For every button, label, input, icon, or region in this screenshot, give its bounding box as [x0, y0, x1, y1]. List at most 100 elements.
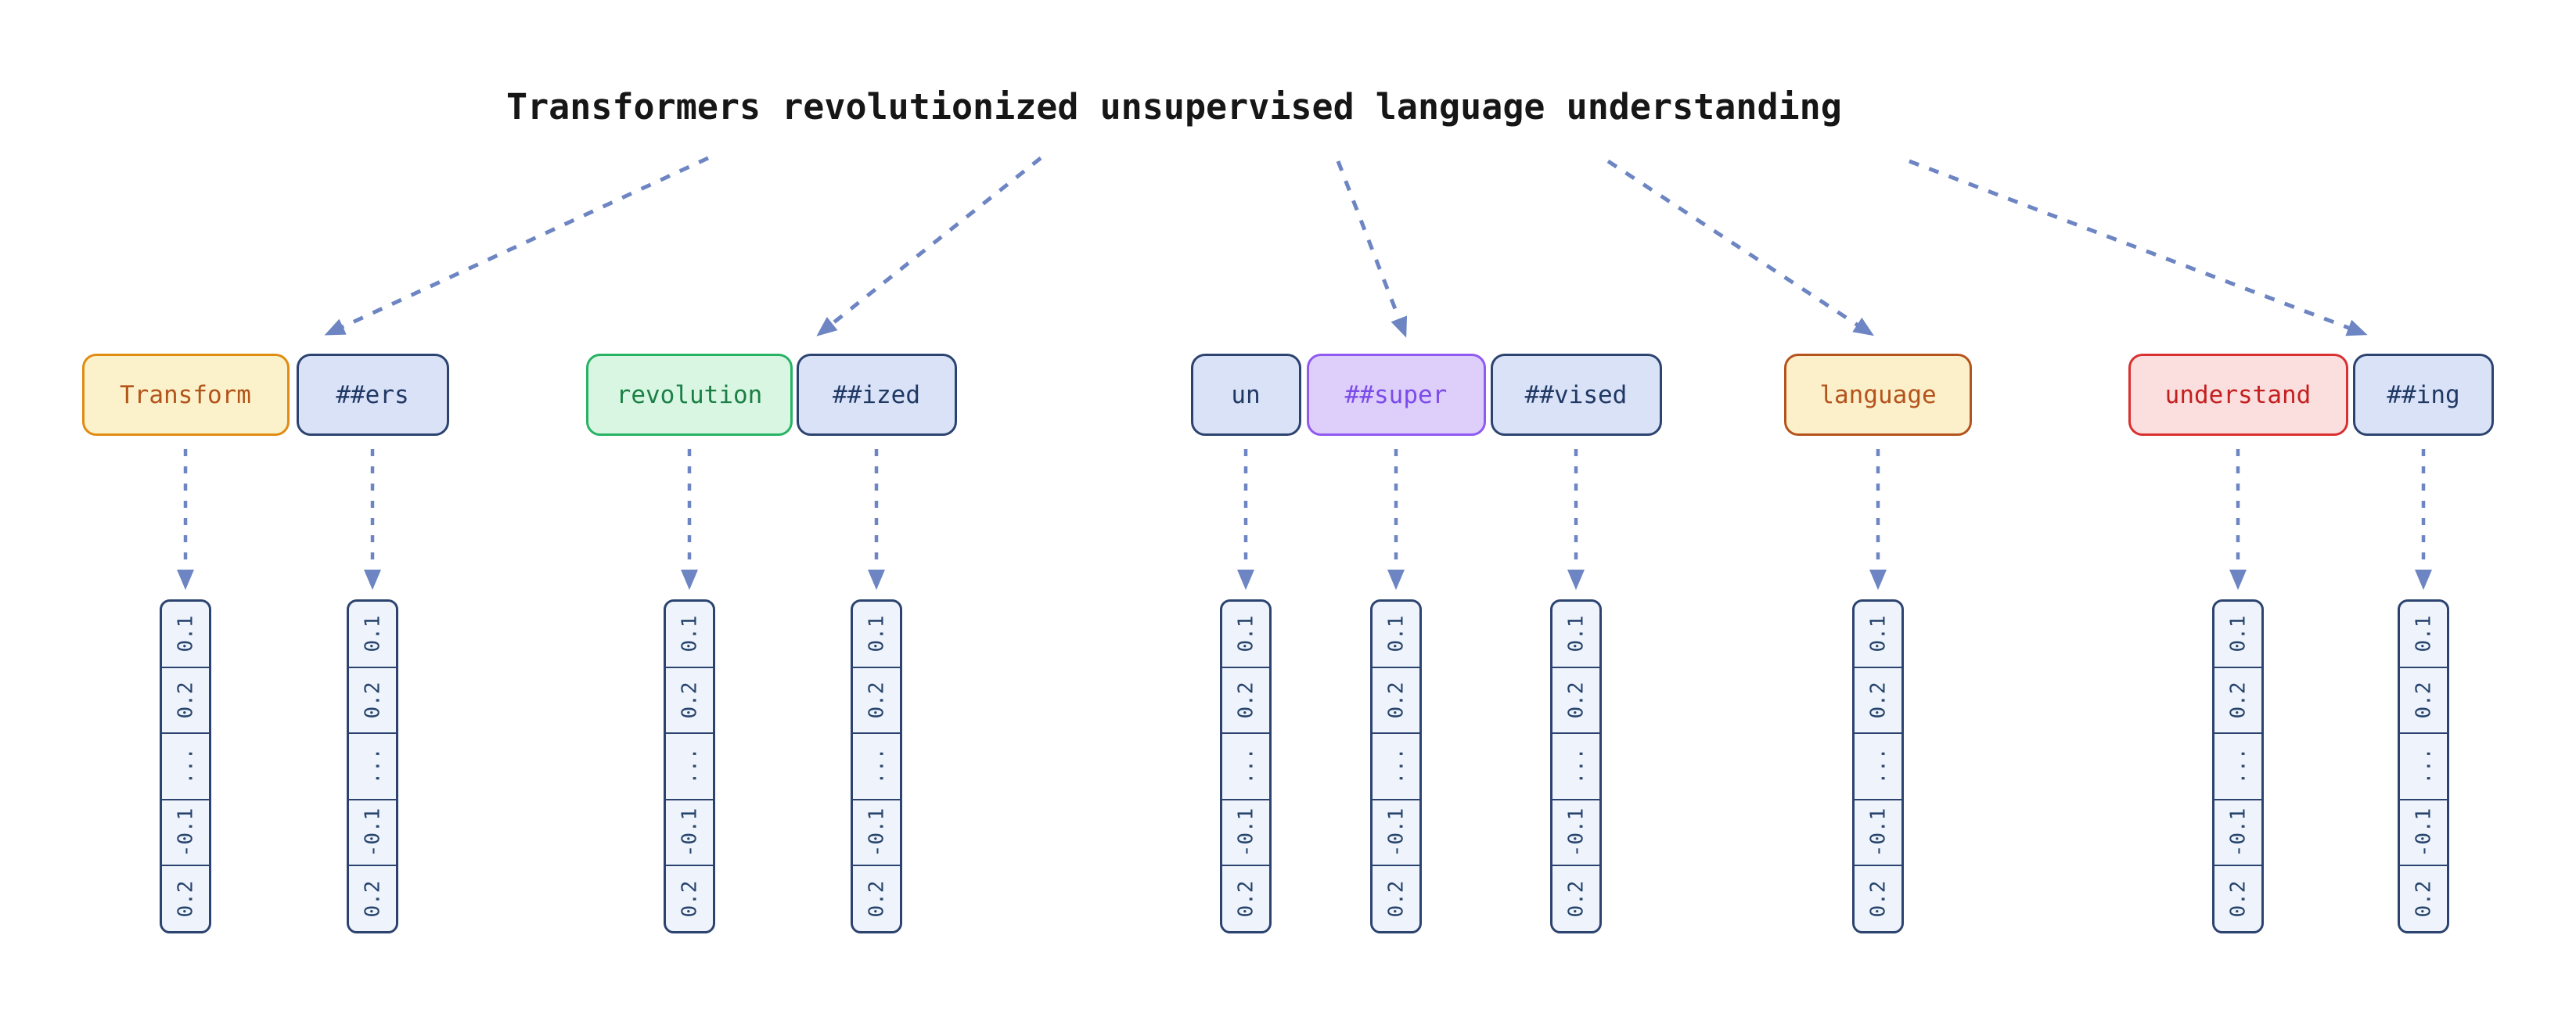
token-box-hhers: ##ers — [296, 354, 449, 436]
vector-value: 0.2 — [678, 682, 701, 719]
vector-value: 0.2 — [2226, 682, 2250, 719]
vector-cell: 0.1 — [1222, 602, 1269, 667]
vector-cell: 0.2 — [1373, 666, 1419, 733]
embedding-vector-4: 0.1 0.2... -0.1 0.2 — [1220, 599, 1272, 933]
vector-value: 0.2 — [174, 880, 197, 918]
vector-value: 0.1 — [1866, 615, 1890, 653]
vector-value: ... — [678, 748, 701, 785]
vector-value: -0.1 — [1234, 807, 1257, 858]
vector-value: 0.2 — [2412, 682, 2435, 719]
vector-cell: -0.1 — [853, 798, 900, 865]
vector-value: 0.1 — [361, 615, 384, 653]
vector-value: 0.1 — [865, 615, 888, 653]
vector-value: 0.1 — [1234, 615, 1257, 653]
sentence-to-token-arrow-3 — [1606, 159, 1875, 336]
vector-cell: 0.2 — [853, 666, 900, 733]
vector-value: ... — [1866, 748, 1890, 785]
vector-value: 0.2 — [1384, 682, 1408, 719]
vector-cell: ... — [349, 732, 396, 799]
vector-cell: -0.1 — [349, 798, 396, 865]
vector-value: 0.2 — [1866, 880, 1890, 918]
vector-cell: -0.1 — [2400, 798, 2447, 865]
vector-cell: 0.2 — [853, 865, 900, 931]
vector-value: -0.1 — [361, 807, 384, 858]
token-label: ##vised — [1524, 380, 1628, 409]
vector-value: -0.1 — [2412, 807, 2435, 858]
vector-cell: -0.1 — [162, 798, 209, 865]
token-box-hhsuper: ##super — [1306, 354, 1486, 436]
vector-value: -0.1 — [2226, 807, 2250, 858]
sentence-title: Transformers revolutionized unsupervised… — [506, 86, 1842, 128]
vector-cell: 0.2 — [1552, 865, 1599, 931]
vector-value: 0.2 — [1234, 682, 1257, 719]
vector-value: ... — [2412, 748, 2435, 785]
vector-value: 0.2 — [2226, 880, 2250, 918]
vector-cell: 0.2 — [1373, 865, 1419, 931]
vector-cell: 0.1 — [162, 602, 209, 667]
vector-cell: ... — [1855, 732, 1901, 799]
vector-value: 0.2 — [1564, 880, 1588, 918]
vector-value: -0.1 — [678, 807, 701, 858]
vector-cell: 0.2 — [349, 666, 396, 733]
vector-cell: -0.1 — [666, 798, 713, 865]
vector-cell: 0.2 — [1222, 865, 1269, 931]
vector-value: 0.2 — [678, 880, 701, 918]
token-box-Transform: Transform — [81, 354, 290, 436]
vector-value: 0.2 — [174, 682, 197, 719]
vector-cell: 0.2 — [2400, 865, 2447, 931]
vector-cell: 0.2 — [349, 865, 396, 931]
vector-value: 0.1 — [174, 615, 197, 653]
token-box-hhized: ##ized — [796, 354, 957, 436]
vector-value: 0.2 — [361, 682, 384, 719]
vector-value: ... — [1564, 748, 1588, 785]
vector-value: 0.1 — [1564, 615, 1588, 653]
token-label: ##ing — [2387, 380, 2460, 409]
vector-cell: ... — [1552, 732, 1599, 799]
sentence-to-token-arrow-2 — [1336, 160, 1408, 338]
token-box-understand: understand — [2128, 354, 2348, 436]
vector-cell: 0.1 — [853, 602, 900, 667]
token-label: understand — [2164, 380, 2312, 409]
token-box-revolution: revolution — [586, 354, 793, 436]
vector-value: 0.2 — [2412, 880, 2435, 918]
sentence-to-token-arrow-4 — [1909, 159, 2368, 336]
vector-value: ... — [2226, 748, 2250, 785]
vector-value: 0.1 — [1384, 615, 1408, 653]
vector-cell: ... — [162, 732, 209, 799]
vector-value: ... — [174, 748, 197, 785]
embedding-vector-1: 0.1 0.2... -0.1 0.2 — [347, 599, 398, 933]
vector-cell: 0.2 — [2214, 865, 2261, 931]
vector-cell: 0.2 — [1855, 666, 1901, 733]
vector-cell: 0.2 — [2214, 666, 2261, 733]
vector-value: 0.2 — [1866, 682, 1890, 719]
vector-cell: 0.2 — [2400, 666, 2447, 733]
vector-cell: ... — [1222, 732, 1269, 799]
vector-cell: ... — [2400, 732, 2447, 799]
token-box-un: un — [1190, 354, 1301, 436]
token-label: ##ized — [833, 380, 920, 409]
token-box-hhing: ##ing — [2353, 354, 2494, 436]
token-label: revolution — [616, 380, 763, 409]
token-label: language — [1819, 380, 1937, 409]
vector-value: -0.1 — [1384, 807, 1408, 858]
sentence-to-token-arrow-1 — [816, 156, 1042, 336]
vector-value: ... — [361, 748, 384, 785]
token-label: un — [1231, 380, 1261, 409]
vector-cell: -0.1 — [1552, 798, 1599, 865]
token-box-language: language — [1784, 354, 1972, 436]
vector-cell: 0.2 — [1552, 666, 1599, 733]
vector-value: 0.2 — [1234, 880, 1257, 918]
vector-cell: ... — [666, 732, 713, 799]
vector-cell: ... — [2214, 732, 2261, 799]
token-label: Transform — [120, 380, 251, 409]
vector-value: 0.2 — [361, 880, 384, 918]
vector-value: -0.1 — [174, 807, 197, 858]
vector-value: -0.1 — [1564, 807, 1588, 858]
vector-cell: 0.2 — [1855, 865, 1901, 931]
vector-cell: 0.1 — [1552, 602, 1599, 667]
